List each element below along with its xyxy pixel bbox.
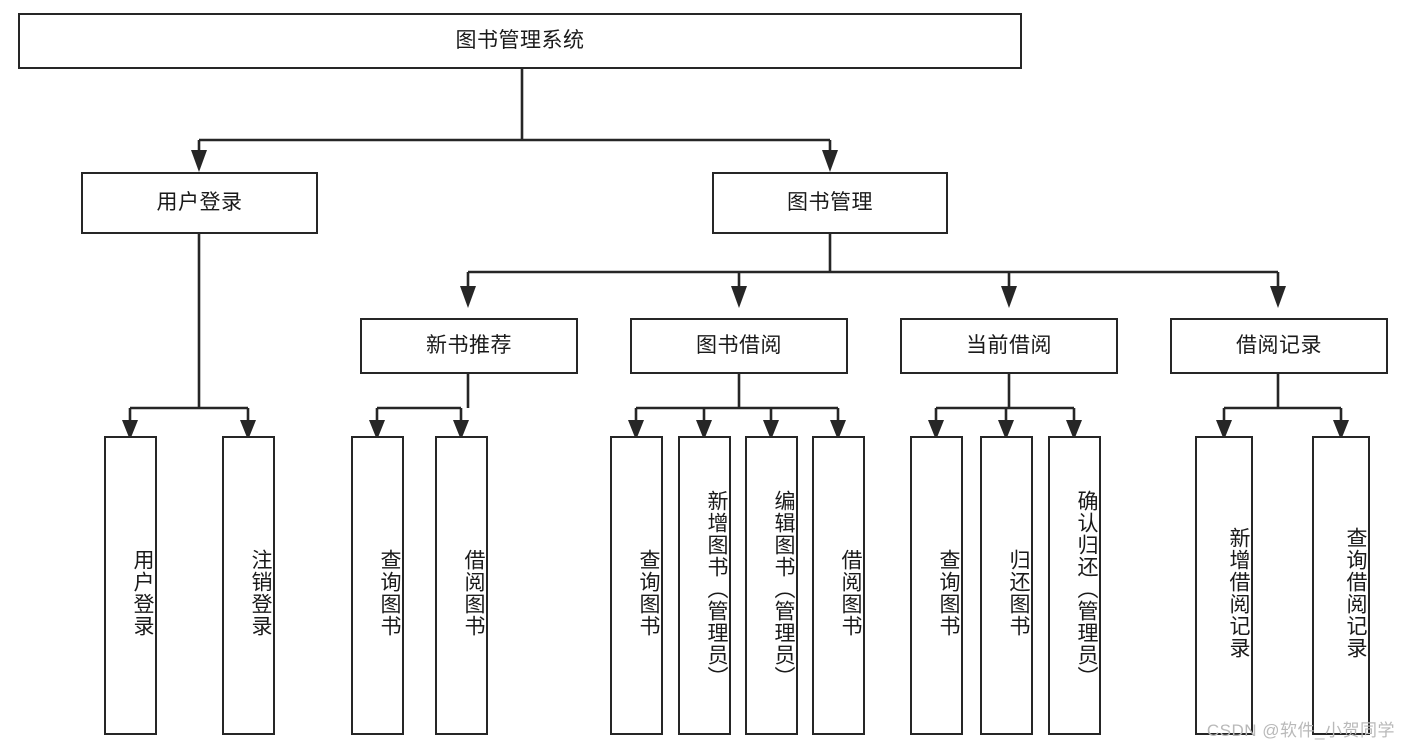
node-label: 注销登录 — [249, 548, 272, 637]
leaf-user-login-logout[interactable]: 注销登录 — [222, 436, 275, 735]
leaf-record-query-borrow-record[interactable]: 查询借阅记录 — [1312, 436, 1370, 735]
leaf-current-confirm-return-admin[interactable]: 确认归还（管理员） — [1048, 436, 1101, 735]
node-label: 新增借阅记录 — [1227, 526, 1250, 659]
node-label: 用户登录 — [156, 191, 243, 215]
node-label: 图书管理系统 — [455, 29, 585, 53]
node-book-management[interactable]: 图书管理 — [712, 172, 948, 234]
node-label: 当前借阅 — [966, 334, 1052, 358]
leaf-new-book-borrow-books[interactable]: 借阅图书 — [435, 436, 488, 735]
arrowhead-icon — [191, 150, 207, 172]
leaf-current-return-books[interactable]: 归还图书 — [980, 436, 1033, 735]
node-label: 编辑图书（管理员） — [772, 489, 795, 688]
node-label: 借阅图书 — [462, 548, 485, 637]
arrowhead-icon — [1001, 286, 1017, 308]
node-label: 新书推荐 — [426, 334, 512, 358]
node-label: 用户登录 — [131, 548, 154, 637]
node-label: 新增图书（管理员） — [705, 489, 728, 688]
node-root-book-management-system[interactable]: 图书管理系统 — [18, 13, 1022, 69]
node-label: 借阅记录 — [1236, 334, 1322, 358]
arrowhead-icon — [460, 286, 476, 308]
node-current-borrow[interactable]: 当前借阅 — [900, 318, 1118, 374]
node-label: 查询图书 — [937, 548, 960, 637]
node-label: 确认归还（管理员） — [1075, 489, 1098, 688]
leaf-new-book-query-books[interactable]: 查询图书 — [351, 436, 404, 735]
arrowhead-icon — [1270, 286, 1286, 308]
leaf-user-login-login[interactable]: 用户登录 — [104, 436, 157, 735]
leaf-borrow-borrow-books[interactable]: 借阅图书 — [812, 436, 865, 735]
node-label: 借阅图书 — [839, 548, 862, 637]
node-borrow-record[interactable]: 借阅记录 — [1170, 318, 1388, 374]
leaf-current-query-books[interactable]: 查询图书 — [910, 436, 963, 735]
arrowhead-icon — [731, 286, 747, 308]
node-label: 归还图书 — [1007, 548, 1030, 637]
node-label: 图书借阅 — [696, 334, 782, 358]
node-book-borrow[interactable]: 图书借阅 — [630, 318, 848, 374]
leaf-borrow-query-books[interactable]: 查询图书 — [610, 436, 663, 735]
watermark-text: CSDN @软件_小贺同学 — [1206, 721, 1395, 740]
node-new-book-recommend[interactable]: 新书推荐 — [360, 318, 578, 374]
node-user-login[interactable]: 用户登录 — [81, 172, 318, 234]
leaf-borrow-add-book-admin[interactable]: 新增图书（管理员） — [678, 436, 731, 735]
node-label: 查询图书 — [637, 548, 660, 637]
node-label: 图书管理 — [787, 191, 873, 215]
arrowhead-icon — [822, 150, 838, 172]
node-label: 查询图书 — [378, 548, 401, 637]
leaf-record-add-borrow-record[interactable]: 新增借阅记录 — [1195, 436, 1253, 735]
node-label: 查询借阅记录 — [1344, 526, 1367, 659]
leaf-borrow-edit-book-admin[interactable]: 编辑图书（管理员） — [745, 436, 798, 735]
